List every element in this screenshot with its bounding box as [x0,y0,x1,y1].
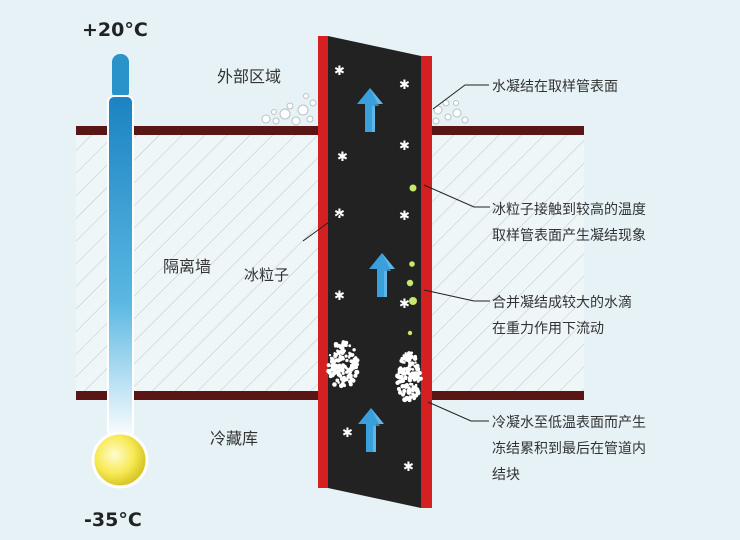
snowflake-icon: ✱ [334,64,345,79]
zone-wall-label: 隔离墙 [163,257,211,276]
merge-label-line1: 合并凝结成较大的水滴 [492,294,632,311]
snowflake-icon: ✱ [399,139,410,154]
thermometer [91,54,149,489]
merge-label-line2: 在重力作用下流动 [492,321,604,337]
water-droplets [406,184,417,336]
freeze-label-line3: 结块 [492,467,520,483]
snowflake-icon: ✱ [342,426,353,441]
thermometer-bulb [91,431,149,489]
snowflake-icon: ✱ [399,209,410,224]
frozen-ice-clumps [326,340,423,403]
snowflake-icon: ✱ [399,297,410,312]
contact-label-line1: 冰粒子接触到较高的温度 [492,201,646,218]
snowflake-icon: ✱ [337,150,348,165]
freeze-label-line1: 冷凝水至低温表面而产生 [492,415,646,431]
surface-condensation-bubbles [261,93,469,126]
freeze-label-line2: 冻结累积到最后在管道内 [492,440,646,457]
snowflake-icon: ✱ [334,289,345,304]
snowflake-icon: ✱ [399,78,410,93]
snowflake-icon: ✱ [403,460,414,475]
zone-outside-label: 外部区域 [217,67,281,86]
callout-lines [302,84,490,422]
zone-cold-room-label: 冷藏库 [210,429,258,448]
contact-label-line2: 取样管表面产生凝结现象 [492,228,646,244]
ice-particles-label: 冰粒子 [244,266,289,284]
temp-bottom-label: -35°C [84,509,142,531]
temp-top-label: +20°C [82,19,148,41]
condense-surface-label: 水凝结在取样管表面 [492,79,618,95]
